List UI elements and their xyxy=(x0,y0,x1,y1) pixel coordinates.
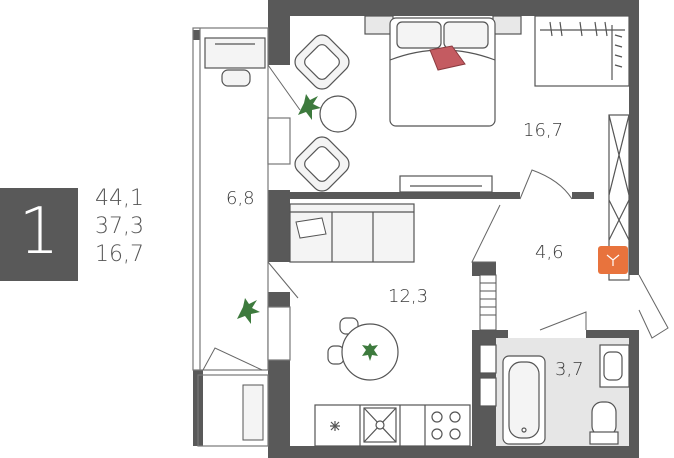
left-mid2-wall xyxy=(268,292,290,307)
bath-top-left-wall xyxy=(496,330,508,338)
balcony-doors xyxy=(202,64,301,371)
hall-area-label: 4,6 xyxy=(535,242,564,263)
bath-top-wall xyxy=(586,330,639,338)
balcony-outline xyxy=(192,27,269,447)
room-count-number: 1 xyxy=(18,195,60,269)
kitchen-area: 16,7 xyxy=(95,242,144,267)
bed-hall-wall xyxy=(572,192,594,199)
right-lower-wall xyxy=(629,336,639,458)
armchairs xyxy=(294,34,357,192)
living-area: 37,3 xyxy=(95,214,144,239)
living-kitchen-area-label: 12,3 xyxy=(388,286,429,307)
storage-cabinet xyxy=(242,384,264,441)
kitchen-counter xyxy=(314,404,471,447)
bed xyxy=(364,15,522,127)
balcony-area-label: 6,8 xyxy=(226,188,255,209)
total-area: 44,1 xyxy=(95,186,144,211)
balcony-desk xyxy=(204,37,266,87)
right-upper-wall xyxy=(629,0,639,275)
bed-living-wall xyxy=(290,192,520,199)
balcony-top-left xyxy=(193,30,200,40)
bathroom-area-label: 3,7 xyxy=(555,359,584,380)
area-summary: 44,1 37,3 16,7 xyxy=(95,185,144,269)
bedroom-area-label: 16,7 xyxy=(523,120,564,141)
built-in-closet xyxy=(608,114,630,281)
tv-stand xyxy=(399,175,493,193)
hall-doors xyxy=(471,169,669,339)
left-upper-wall xyxy=(268,0,290,65)
hall-left-stub xyxy=(472,262,496,276)
sofa-pillow xyxy=(295,217,327,239)
radiator xyxy=(479,274,497,331)
top-wall xyxy=(268,0,639,16)
plants xyxy=(237,94,378,361)
boiler-icon xyxy=(606,254,620,266)
left-mid-wall xyxy=(268,190,290,262)
room-count-badge xyxy=(0,188,78,281)
balcony-windows xyxy=(267,117,291,361)
cushion xyxy=(429,45,466,71)
bathroom-fixtures xyxy=(479,344,630,445)
left-lower-wall xyxy=(268,360,290,458)
dining-set xyxy=(327,317,399,381)
wardrobe xyxy=(534,15,630,87)
bottom-wall xyxy=(268,446,639,458)
